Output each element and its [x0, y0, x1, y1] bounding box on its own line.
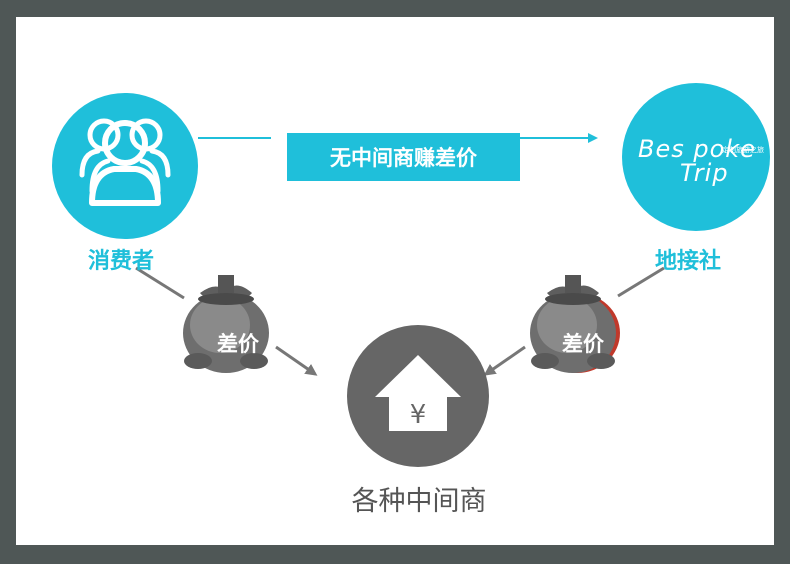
consumer-label: 消费者 [88, 249, 155, 274]
bag-to-middleman-arrow-left [275, 345, 318, 376]
price-gap-label-left: 差价 [217, 332, 259, 356]
money-bag-left-icon [183, 275, 269, 373]
price-gap-label-right: 差价 [562, 332, 604, 356]
money-bag-right-icon [530, 275, 620, 373]
logo-subtext: 定制旅游之旅 [722, 146, 764, 154]
agency-node [622, 83, 770, 231]
connectors [135, 133, 665, 376]
agency-label: 地接社 [655, 249, 722, 274]
yen-symbol: ¥ [410, 400, 427, 430]
house-yen-icon: ¥ [375, 355, 461, 431]
middleman-node: ¥ [347, 325, 489, 467]
bespoke-trip-logo: Bes poke 定制旅游之旅 Trip [634, 135, 764, 191]
no-middleman-banner: 无中间商赚差价 [287, 133, 520, 181]
users-icon [79, 118, 171, 206]
middleman-label: 各种中间商 [351, 486, 487, 517]
bag-to-middleman-arrow-right [483, 345, 526, 376]
diagram-canvas: 消费者 无中间商赚差价 Bes poke 定制旅游之旅 Trip 地接社 差价 … [16, 17, 774, 545]
logo-text-line1: Bes poke [638, 135, 756, 163]
logo-text-line2: Trip [680, 159, 729, 187]
consumer-node [52, 93, 198, 239]
agency-bag-line [617, 266, 665, 298]
consumer-bag-line [135, 266, 185, 300]
